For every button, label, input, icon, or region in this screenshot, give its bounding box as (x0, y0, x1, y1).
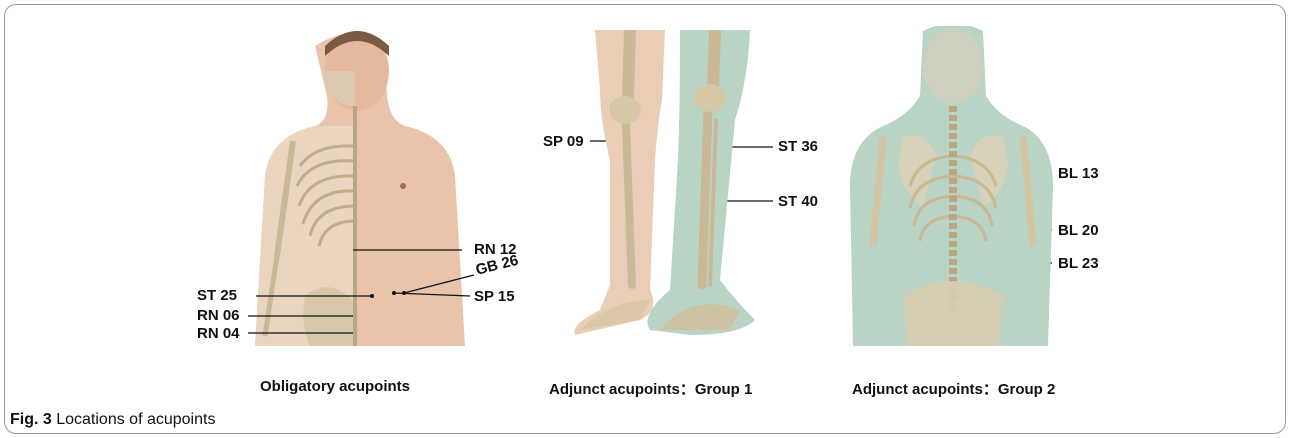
obligatory-panel (255, 26, 470, 346)
label-bl23: BL 23 (1058, 255, 1099, 272)
group1-panel (570, 30, 790, 345)
caption-group2: Adjunct acupoints：Group 2 (852, 378, 1055, 399)
label-st25: ST 25 (197, 287, 237, 304)
figure-label: Fig. 3 (10, 411, 52, 428)
label-sp15: SP 15 (474, 288, 515, 305)
back-illustration (848, 26, 1058, 346)
figure-caption-text: Locations of acupoints (56, 411, 215, 428)
caption-group1: Adjunct acupoints：Group 1 (549, 378, 752, 399)
torso-illustration (255, 26, 470, 346)
label-st36: ST 36 (778, 138, 818, 155)
label-bl20: BL 20 (1058, 222, 1099, 239)
group2-panel (848, 26, 1058, 346)
figure-caption: Fig. 3 Locations of acupoints (10, 411, 215, 429)
label-sp09: SP 09 (543, 133, 584, 150)
label-rn04: RN 04 (197, 325, 240, 342)
legs-illustration (570, 30, 790, 345)
caption-obligatory: Obligatory acupoints (260, 378, 410, 395)
label-bl13: BL 13 (1058, 165, 1099, 182)
label-st40: ST 40 (778, 193, 818, 210)
label-rn06: RN 06 (197, 307, 240, 324)
